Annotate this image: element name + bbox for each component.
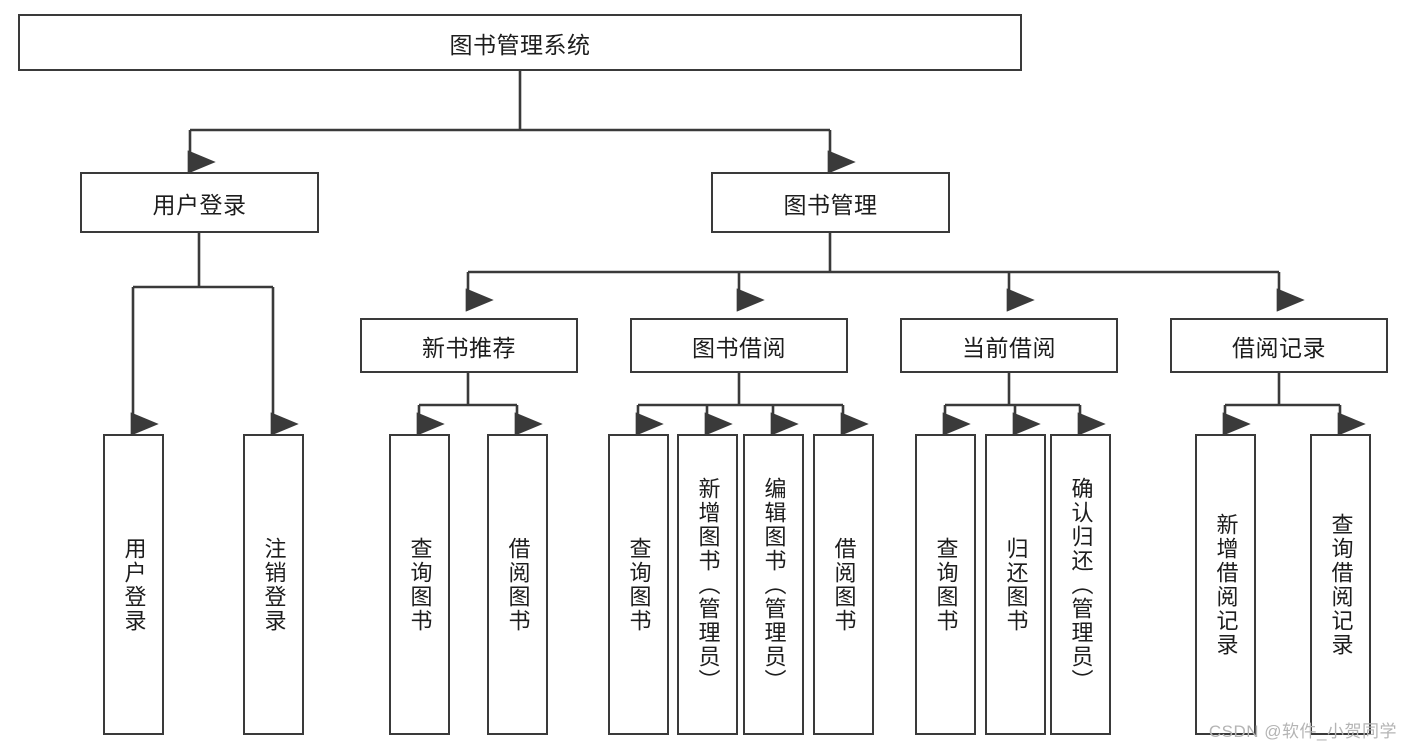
node-borrow-record[interactable]: 借阅记录 bbox=[1170, 318, 1388, 373]
node-current-borrow-label: 当前借阅 bbox=[962, 334, 1056, 361]
node-user-login[interactable]: 用户登录 bbox=[80, 172, 319, 233]
node-leaf-query-record-label: 查询借阅记录 bbox=[1328, 512, 1354, 657]
node-book-management[interactable]: 图书管理 bbox=[711, 172, 950, 233]
node-leaf-return-book[interactable]: 归还图书 bbox=[985, 434, 1046, 735]
node-leaf-user-login[interactable]: 用户登录 bbox=[103, 434, 164, 735]
node-leaf-query-book-1-label: 查询图书 bbox=[407, 536, 433, 633]
node-user-login-label: 用户登录 bbox=[152, 191, 247, 218]
node-leaf-edit-book[interactable]: 编辑图书（管理员） bbox=[743, 434, 804, 735]
node-leaf-add-record[interactable]: 新增借阅记录 bbox=[1195, 434, 1256, 735]
node-borrow-record-label: 借阅记录 bbox=[1232, 334, 1326, 361]
node-leaf-edit-book-label: 编辑图书（管理员） bbox=[761, 476, 787, 693]
node-leaf-query-book-2[interactable]: 查询图书 bbox=[608, 434, 669, 735]
node-leaf-user-logout-label: 注销登录 bbox=[261, 536, 287, 633]
node-leaf-query-book-2-label: 查询图书 bbox=[626, 536, 652, 633]
node-leaf-query-record[interactable]: 查询借阅记录 bbox=[1310, 434, 1371, 735]
node-leaf-query-book-3[interactable]: 查询图书 bbox=[915, 434, 976, 735]
node-book-borrow[interactable]: 图书借阅 bbox=[630, 318, 848, 373]
node-leaf-user-logout[interactable]: 注销登录 bbox=[243, 434, 304, 735]
node-new-book-recommend-label: 新书推荐 bbox=[422, 334, 516, 361]
node-leaf-borrow-book-2[interactable]: 借阅图书 bbox=[813, 434, 874, 735]
node-leaf-query-book-1[interactable]: 查询图书 bbox=[389, 434, 450, 735]
node-leaf-borrow-book-1[interactable]: 借阅图书 bbox=[487, 434, 548, 735]
node-leaf-return-book-label: 归还图书 bbox=[1003, 536, 1029, 633]
node-leaf-add-book-label: 新增图书（管理员） bbox=[695, 476, 721, 693]
node-book-management-label: 图书管理 bbox=[783, 191, 878, 218]
node-root-label: 图书管理系统 bbox=[449, 31, 591, 58]
node-current-borrow[interactable]: 当前借阅 bbox=[900, 318, 1118, 373]
node-leaf-user-login-label: 用户登录 bbox=[121, 536, 147, 633]
node-leaf-borrow-book-2-label: 借阅图书 bbox=[831, 536, 857, 633]
node-leaf-add-book[interactable]: 新增图书（管理员） bbox=[677, 434, 738, 735]
node-new-book-recommend[interactable]: 新书推荐 bbox=[360, 318, 578, 373]
node-leaf-add-record-label: 新增借阅记录 bbox=[1213, 512, 1239, 657]
node-leaf-confirm-return[interactable]: 确认归还（管理员） bbox=[1050, 434, 1111, 735]
node-leaf-borrow-book-1-label: 借阅图书 bbox=[505, 536, 531, 633]
csdn-watermark: CSDN @软件_小贺同学 bbox=[1208, 722, 1397, 741]
node-leaf-query-book-3-label: 查询图书 bbox=[933, 536, 959, 633]
node-book-borrow-label: 图书借阅 bbox=[692, 334, 786, 361]
node-leaf-confirm-return-label: 确认归还（管理员） bbox=[1068, 476, 1094, 693]
node-root[interactable]: 图书管理系统 bbox=[18, 14, 1022, 71]
